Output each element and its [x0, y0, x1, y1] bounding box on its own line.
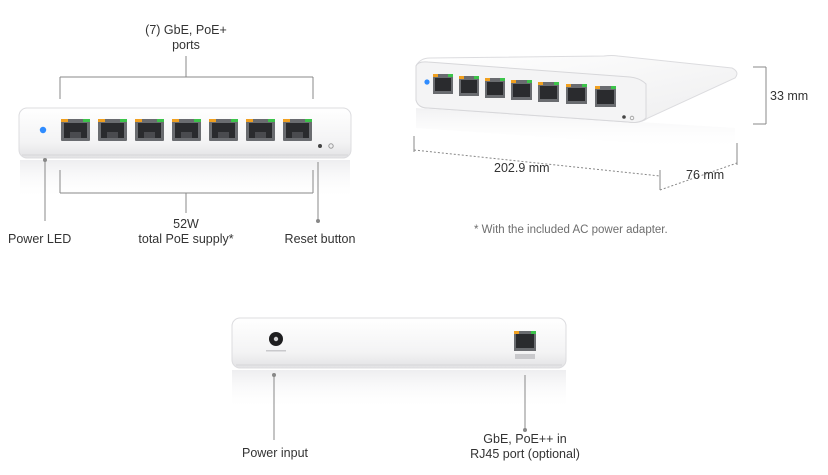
iso-port-4 [511, 80, 532, 100]
iso-port-1 [433, 74, 453, 94]
power-input-label: Power input [241, 446, 308, 460]
status-indicator-icon [328, 143, 334, 149]
front-port-4 [172, 119, 201, 141]
isometric-view [413, 55, 767, 191]
poe-callout-line1: 52W [173, 217, 199, 231]
iso-port-5 [538, 82, 559, 102]
front-port-3 [135, 119, 164, 141]
power-led-icon [39, 126, 47, 134]
iso-power-led-icon [424, 79, 430, 85]
ports-callout-line2: ports [172, 38, 200, 52]
front-port-1 [61, 119, 90, 141]
rear-uplink-port [514, 331, 536, 359]
front-reflection [20, 160, 350, 200]
ports-callout-line1: (7) GbE, PoE+ [145, 23, 227, 37]
front-port-7 [283, 119, 312, 141]
reset-button-icon [318, 144, 322, 148]
iso-port-2 [459, 76, 479, 96]
height-dimension-label: 33 mm [770, 89, 809, 103]
rear-reflection [232, 370, 566, 410]
front-port-6 [246, 119, 275, 141]
iso-port-6 [566, 84, 587, 104]
front-view [18, 56, 352, 223]
front-port-5 [209, 119, 238, 141]
ports-callout: (7) GbE, PoE+ ports [126, 23, 246, 53]
uplink-callout-line2: RJ45 port (optional) [470, 447, 580, 461]
front-port-2 [98, 119, 127, 141]
poe-callout: 52W total PoE supply* [126, 217, 246, 247]
iso-port-3 [485, 78, 505, 98]
rear-device-body [231, 317, 567, 369]
width-dimension-label: 202.9 mm [494, 161, 550, 175]
depth-dimension-label: 76 mm [686, 168, 725, 182]
uplink-callout: GbE, PoE++ in RJ45 port (optional) [460, 432, 590, 462]
uplink-callout-line1: GbE, PoE++ in [483, 432, 567, 446]
power-led-label: Power LED [8, 232, 72, 246]
rear-view [231, 317, 567, 440]
poe-callout-line2: total PoE supply* [138, 232, 234, 246]
iso-port-7 [595, 86, 616, 107]
reset-button-label: Reset button [284, 232, 356, 246]
footnote: * With the included AC power adapter. [474, 224, 668, 236]
